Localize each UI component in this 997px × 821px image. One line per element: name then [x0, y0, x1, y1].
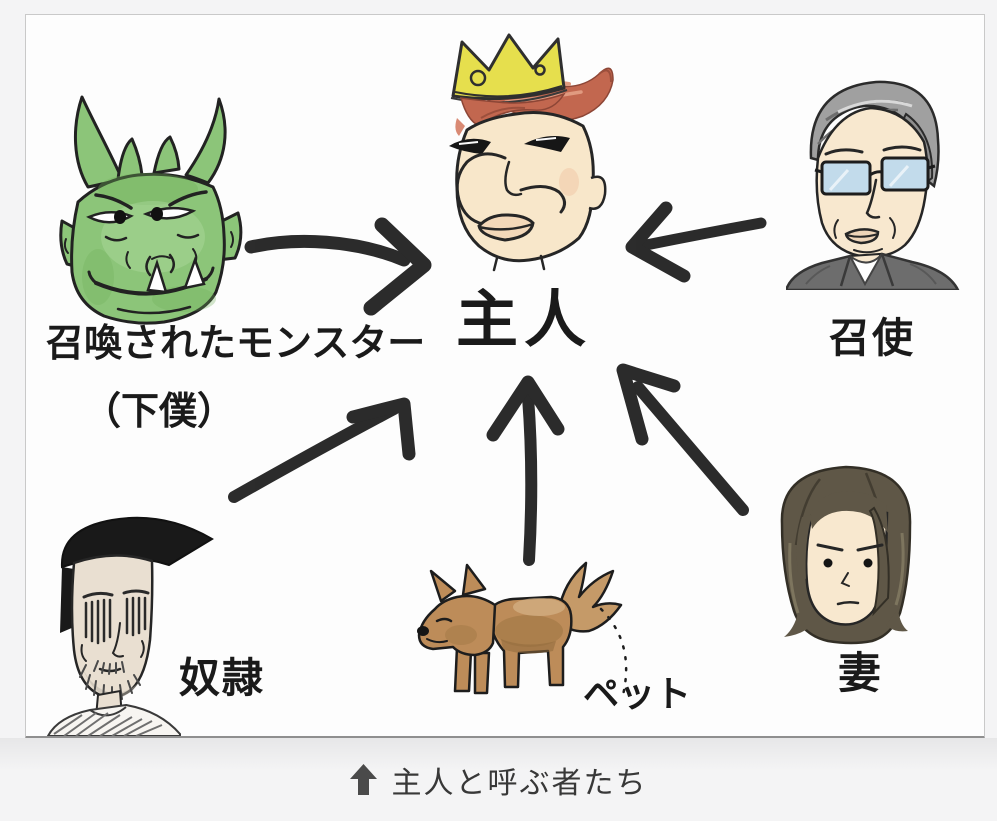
slave-face: [70, 554, 154, 721]
slave-shirt: [46, 703, 181, 736]
master-illustration: [449, 33, 614, 272]
pet-tail-wag-dashes: [599, 607, 628, 697]
slave-hair: [60, 516, 214, 633]
slave-label: 奴隷: [179, 655, 265, 701]
servant-glasses: [814, 156, 936, 196]
pet-ear-right: [461, 563, 487, 597]
master-label: 主人: [456, 286, 593, 355]
monster-horn-left: [73, 95, 124, 189]
master-face: [449, 111, 607, 272]
wife-label: 妻: [838, 650, 881, 698]
monster-illustration: [59, 95, 243, 325]
pet-head: [417, 594, 497, 657]
arrow-wife-to-master: [616, 363, 749, 516]
pet-tail: [557, 561, 623, 633]
arrow-monster-to-master: [244, 217, 432, 316]
monster-horn-right: [184, 97, 227, 185]
pet-ear-left: [429, 569, 457, 603]
pet-front-leg-2: [473, 651, 491, 695]
wife-face: [796, 491, 890, 626]
arrow-slave-to-master: [228, 397, 416, 503]
caption-text: 主人と呼ぶ者たち: [391, 766, 648, 800]
slave-gloom-lines: [84, 596, 147, 645]
pet-illustration: [417, 561, 628, 697]
pet-shading: [445, 598, 565, 654]
monster-horn-small-left: [116, 137, 144, 181]
arrow-servant-to-master: [625, 201, 767, 283]
monster-label-line2: （下僕）: [83, 391, 236, 433]
monster-horn-small-right: [152, 135, 181, 175]
master-crown: [450, 33, 568, 104]
servant-suit: [786, 252, 960, 290]
servant-face: [814, 106, 936, 272]
wife-illustration: [780, 465, 912, 645]
monster-face-features: [63, 190, 234, 315]
slave-illustration: [46, 516, 214, 736]
servant-label: 召使: [829, 315, 915, 361]
arrow-pet-to-master: [486, 375, 565, 566]
pet-label: ペット: [583, 673, 692, 714]
pet-face-features: [417, 617, 453, 644]
illustration-canvas: 召喚されたモンスター （下僕） 主人 召使 奴隷 ペット 妻: [25, 14, 985, 739]
monster-label-line1: 召喚されたモンスター: [46, 323, 426, 365]
up-arrow-icon: [349, 764, 377, 795]
caption-bar: 主人と呼ぶ者たち: [0, 738, 997, 821]
servant-illustration: [786, 80, 960, 290]
